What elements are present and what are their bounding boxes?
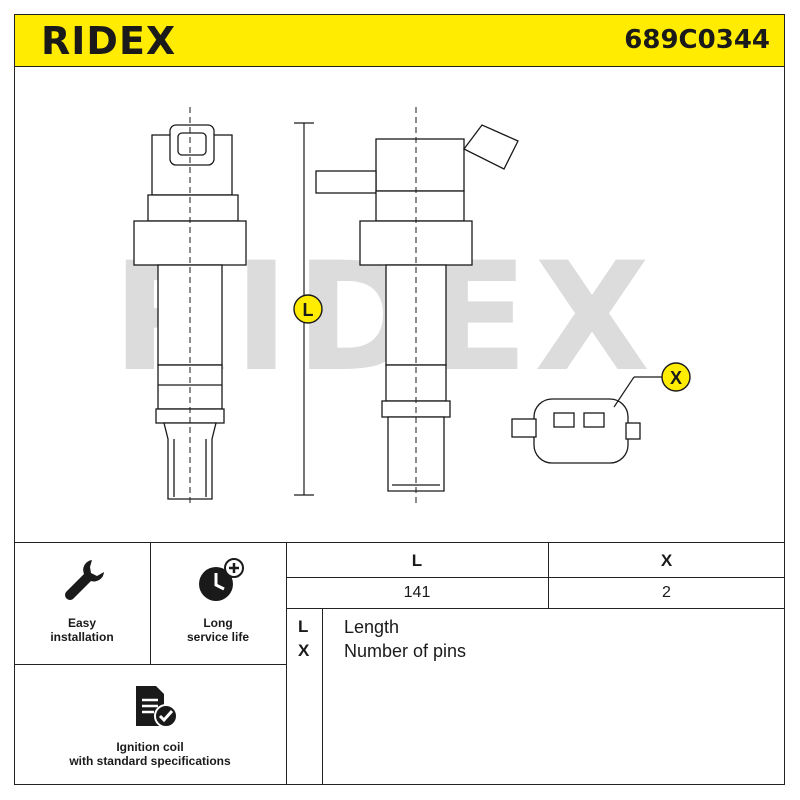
legend-key-l: L: [298, 617, 309, 636]
divider-feature-1: [150, 542, 151, 664]
dimension-x-label: X: [670, 368, 682, 388]
dimension-x-marker: [661, 362, 691, 392]
divider-feature-row: [14, 664, 286, 665]
dimension-l-marker: [293, 294, 323, 324]
clock-plus-icon: [199, 558, 244, 601]
technical-drawing: RIDEX: [112, 107, 691, 507]
legend-desc-pins: Number of pins: [344, 641, 467, 661]
table-value-line: [286, 608, 785, 609]
header-bar: RIDEX 689C0344: [14, 14, 785, 67]
divider-features-table: [286, 542, 287, 785]
divider-bottom-top: [14, 542, 785, 543]
brand-logo: RIDEX: [41, 19, 177, 63]
table-header-x: X: [660, 551, 673, 570]
legend-key-x: X: [298, 641, 310, 660]
table-value-l: 141: [403, 584, 431, 601]
legend-divider: [322, 608, 323, 785]
table-value-x: 2: [662, 584, 671, 601]
part-number: 689C0344: [624, 25, 770, 55]
table-header-l: L: [411, 551, 423, 570]
connector-detail: [511, 398, 641, 464]
legend-desc-length: Length: [344, 617, 400, 637]
wrench-icon: [65, 560, 104, 600]
dimension-l-label: L: [303, 300, 314, 320]
document-check-icon: [136, 686, 178, 728]
table-col-divider: [548, 542, 549, 608]
table-header-line: [286, 577, 785, 578]
